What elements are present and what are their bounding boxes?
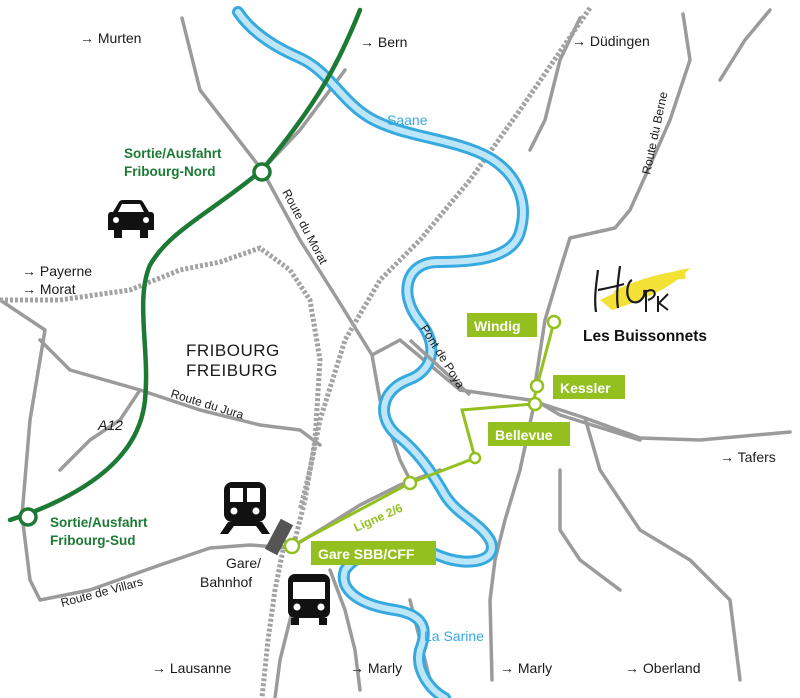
- dest-marly-east: → Marly: [500, 660, 552, 676]
- road-marly-east: [488, 398, 537, 682]
- bridge-pont-de-poya: [408, 338, 472, 397]
- car-icon: [108, 200, 154, 238]
- river-label-sarine: La Sarine: [424, 628, 484, 644]
- stop-label-bellevue[interactable]: Bellevue: [488, 422, 570, 446]
- stop-label-windig-text: Windig: [474, 318, 521, 334]
- stop-node-gare[interactable]: [283, 537, 301, 555]
- school-name-label: Les Buissonnets: [583, 328, 707, 345]
- road-ring-west: [38, 338, 322, 447]
- road-east: [458, 388, 792, 442]
- exit-south-node[interactable]: [18, 507, 38, 527]
- road-oberland: [583, 416, 742, 682]
- stop-node-kessler[interactable]: [529, 378, 545, 394]
- road-route-du-berne: [533, 12, 692, 387]
- river: [232, 6, 529, 698]
- city-name-fribourg: FRIBOURG: [186, 341, 280, 360]
- dest-bern: → Bern: [360, 34, 407, 50]
- stop-node-intermediate: [468, 451, 482, 465]
- rail-lausanne: [259, 539, 288, 698]
- station-label-2: Bahnhof: [200, 574, 252, 590]
- stop-label-gare[interactable]: Gare SBB/CFF: [311, 541, 436, 565]
- road-east-branch: [558, 468, 622, 592]
- stop-node-windig[interactable]: [546, 314, 562, 330]
- river-outline: [232, 6, 529, 698]
- highway-label-a12: A12: [97, 417, 123, 433]
- stop-node-mid: [402, 475, 418, 491]
- city-name-freiburg: FREIBURG: [186, 361, 278, 380]
- dest-morat: → Morat: [22, 281, 76, 297]
- dest-lausanne: → Lausanne: [152, 660, 232, 676]
- stop-node-bellevue[interactable]: [527, 396, 543, 412]
- train-icon: [220, 482, 270, 534]
- road-marly-west: [328, 568, 362, 692]
- stop-label-windig[interactable]: Windig: [467, 313, 537, 337]
- dest-payerne: → Payerne: [22, 263, 92, 279]
- highway-a12: [7, 7, 363, 523]
- dest-tafers: → Tafers: [720, 449, 776, 465]
- dest-oberland: → Oberland: [625, 660, 700, 676]
- exit-north-label-1: Sortie/Ausfahrt: [124, 146, 222, 161]
- railways: [0, 6, 593, 698]
- station-platform: [264, 518, 294, 556]
- road-from-north: [718, 8, 772, 82]
- road-route-du-morat: [260, 168, 462, 392]
- road-murten: [180, 16, 264, 172]
- stop-label-gare-text: Gare SBB/CFF: [318, 546, 415, 562]
- dest-murten: → Murten: [80, 30, 141, 46]
- road-label-morat: Route du Morat: [279, 187, 331, 267]
- road-label-villars: Route de Villars: [59, 575, 144, 610]
- rail-bern: [297, 6, 593, 511]
- stop-label-kessler[interactable]: Kessler: [553, 375, 625, 399]
- station-label-1: Gare/: [226, 555, 261, 571]
- stop-label-kessler-text: Kessler: [560, 380, 611, 396]
- dest-duedingen: → Düdingen: [572, 33, 650, 49]
- exit-north-node[interactable]: [252, 162, 272, 182]
- bus-icon: [288, 574, 330, 625]
- road-ring-outer: [0, 298, 292, 602]
- road-route-du-jura: [58, 388, 142, 472]
- school-logo: [594, 265, 690, 313]
- exit-south-label-2: Fribourg-Sud: [50, 533, 135, 548]
- rail-payerne: [0, 245, 323, 541]
- dest-marly-west: → Marly: [350, 660, 402, 676]
- river-label-saane: Saane: [387, 112, 428, 128]
- road-to-tafers: [533, 398, 642, 442]
- exit-south-label-1: Sortie/Ausfahrt: [50, 515, 148, 530]
- exit-north-label-2: Fribourg-Nord: [124, 164, 215, 179]
- stop-label-bellevue-text: Bellevue: [495, 427, 553, 443]
- river-inner: [235, 9, 526, 698]
